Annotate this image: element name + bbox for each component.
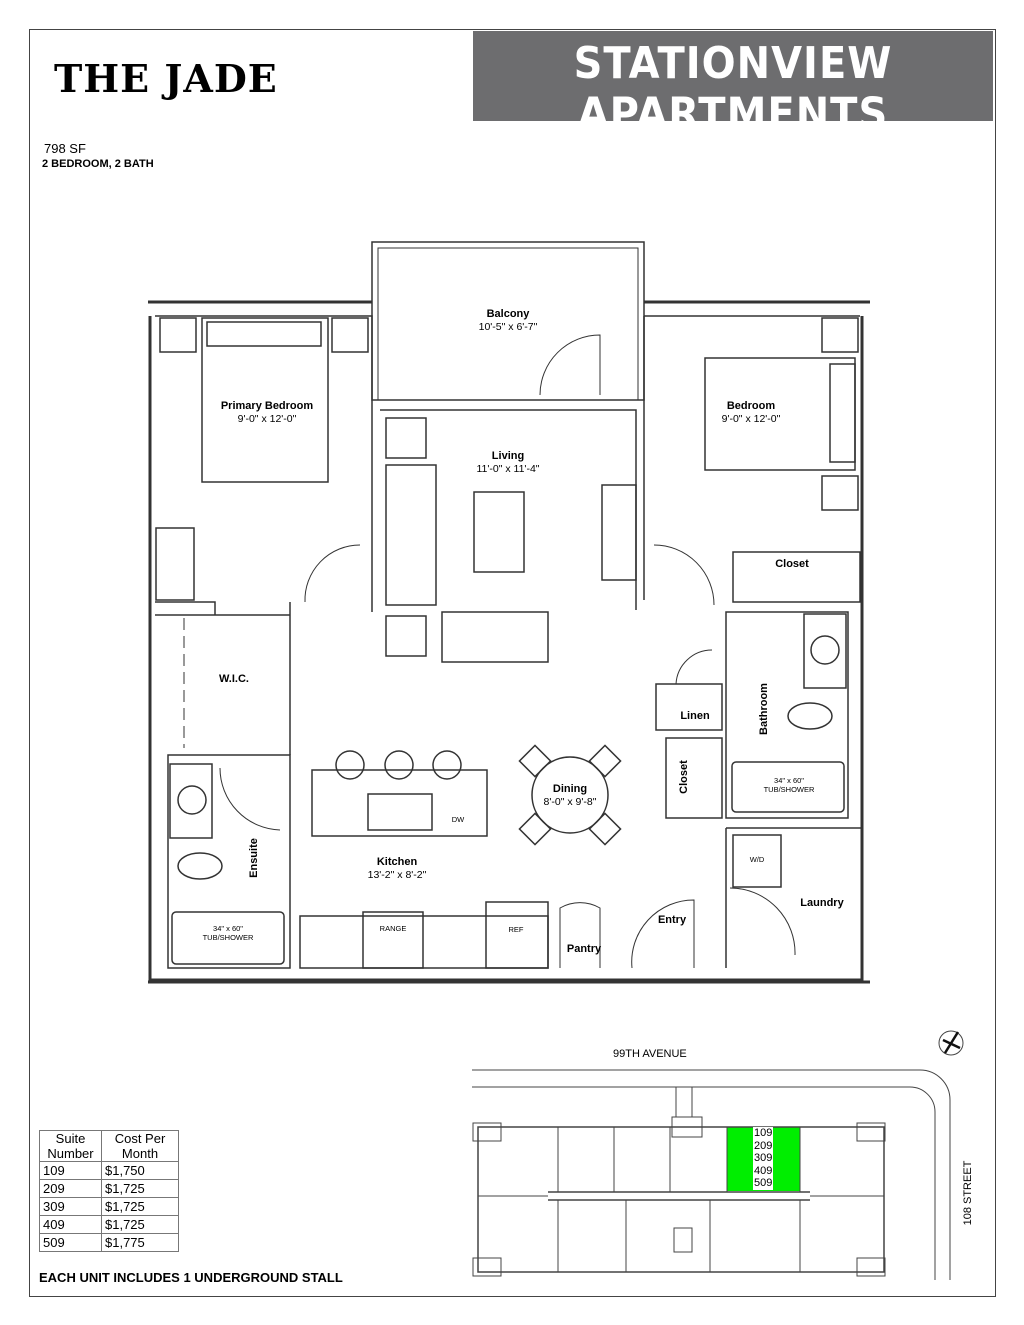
washer-dryer-label: W/D	[749, 855, 765, 864]
tub-shower-ensuite: 34" x 60"TUB/SHOWER	[203, 924, 254, 942]
table-row: 309$1,725	[39, 1197, 179, 1216]
table-row: 509$1,775	[39, 1233, 179, 1252]
tub-label: TUB/SHOWER	[763, 785, 815, 794]
avenue-label: 99TH AVENUE	[613, 1048, 687, 1060]
room-linen: Linen	[680, 710, 710, 722]
suite-number: 509	[754, 1177, 773, 1189]
highlighted-suites: 109 209 309 409 509	[753, 1127, 774, 1190]
unit-type: 2 BEDROOM, 2 BATH	[42, 158, 154, 170]
suite-cell: 309	[39, 1197, 102, 1216]
room-closet: Closet	[775, 558, 809, 570]
cost-cell: $1,725	[101, 1215, 179, 1234]
room-wic: W.I.C.	[219, 673, 249, 685]
suite-number: 309	[754, 1152, 773, 1164]
suite-cell: 209	[39, 1179, 102, 1198]
room-pantry: Pantry	[566, 943, 602, 955]
unit-title: THE JADE	[54, 56, 278, 101]
tub-label: TUB/SHOWER	[202, 933, 254, 942]
room-size: 11'-0" x 11'-4"	[476, 463, 540, 475]
building-banner: STATIONVIEW APARTMENTS 10461 - 99 avenue	[473, 31, 993, 158]
room-size: 8'-0" x 9'-8"	[543, 796, 597, 808]
parking-note: EACH UNIT INCLUDES 1 UNDERGROUND STALL	[39, 1270, 343, 1285]
suite-cell: 509	[39, 1233, 102, 1252]
table-row: 409$1,725	[39, 1215, 179, 1234]
dining-table	[531, 756, 609, 834]
fridge-label: REF	[508, 925, 524, 934]
room-size: 9'-0" x 12'-0"	[721, 413, 781, 425]
compass-north-icon	[938, 1030, 964, 1056]
building-address: 10461 - 99 avenue	[560, 137, 906, 158]
room-name: Balcony	[486, 308, 530, 320]
page-frame	[29, 29, 996, 1297]
building-name: STATIONVIEW APARTMENTS	[573, 38, 893, 140]
suite-cell: 409	[39, 1215, 102, 1234]
cost-cell: $1,750	[101, 1161, 179, 1180]
kitchen-island	[311, 769, 488, 837]
unit-area: 798 SF	[44, 141, 86, 156]
table-row: 209$1,725	[39, 1179, 179, 1198]
tub-size: 34" x 60"	[774, 776, 804, 785]
cost-cell: $1,725	[101, 1179, 179, 1198]
table-header-row: Suite Number Cost Per Month	[39, 1130, 179, 1162]
suite-number: 409	[754, 1164, 773, 1177]
room-name: Dining	[552, 783, 588, 795]
primary-bed	[201, 317, 329, 483]
room-laundry: Laundry	[800, 897, 844, 909]
suite-cell: 109	[39, 1161, 102, 1180]
suite-number: 209	[754, 1139, 773, 1152]
column-header: Suite Number	[39, 1130, 102, 1162]
room-size: 13'-2" x 8'-2"	[367, 869, 427, 881]
range-label: RANGE	[379, 924, 407, 933]
room-entry: Entry	[657, 914, 687, 926]
room-size: 10'-5" x 6'-7"	[478, 321, 538, 333]
pricing-table: Suite Number Cost Per Month 109$1,750 20…	[39, 1130, 179, 1252]
room-name: Primary Bedroom	[220, 400, 314, 412]
tub-shower-bathroom: 34" x 60"TUB/SHOWER	[764, 776, 815, 794]
dishwasher-label: DW	[451, 815, 465, 824]
room-name: Kitchen	[376, 856, 418, 868]
street-label: 108 STREET	[962, 1160, 974, 1226]
room-size: 9'-0" x 12'-0"	[237, 413, 297, 425]
room-name: Living	[491, 450, 525, 462]
table-row: 109$1,750	[39, 1161, 179, 1180]
suite-number: 109	[754, 1127, 773, 1139]
cost-cell: $1,725	[101, 1197, 179, 1216]
cost-cell: $1,775	[101, 1233, 179, 1252]
tub-size: 34" x 60"	[213, 924, 243, 933]
room-name: Bedroom	[726, 400, 776, 412]
column-header: Cost Per Month	[101, 1130, 179, 1162]
